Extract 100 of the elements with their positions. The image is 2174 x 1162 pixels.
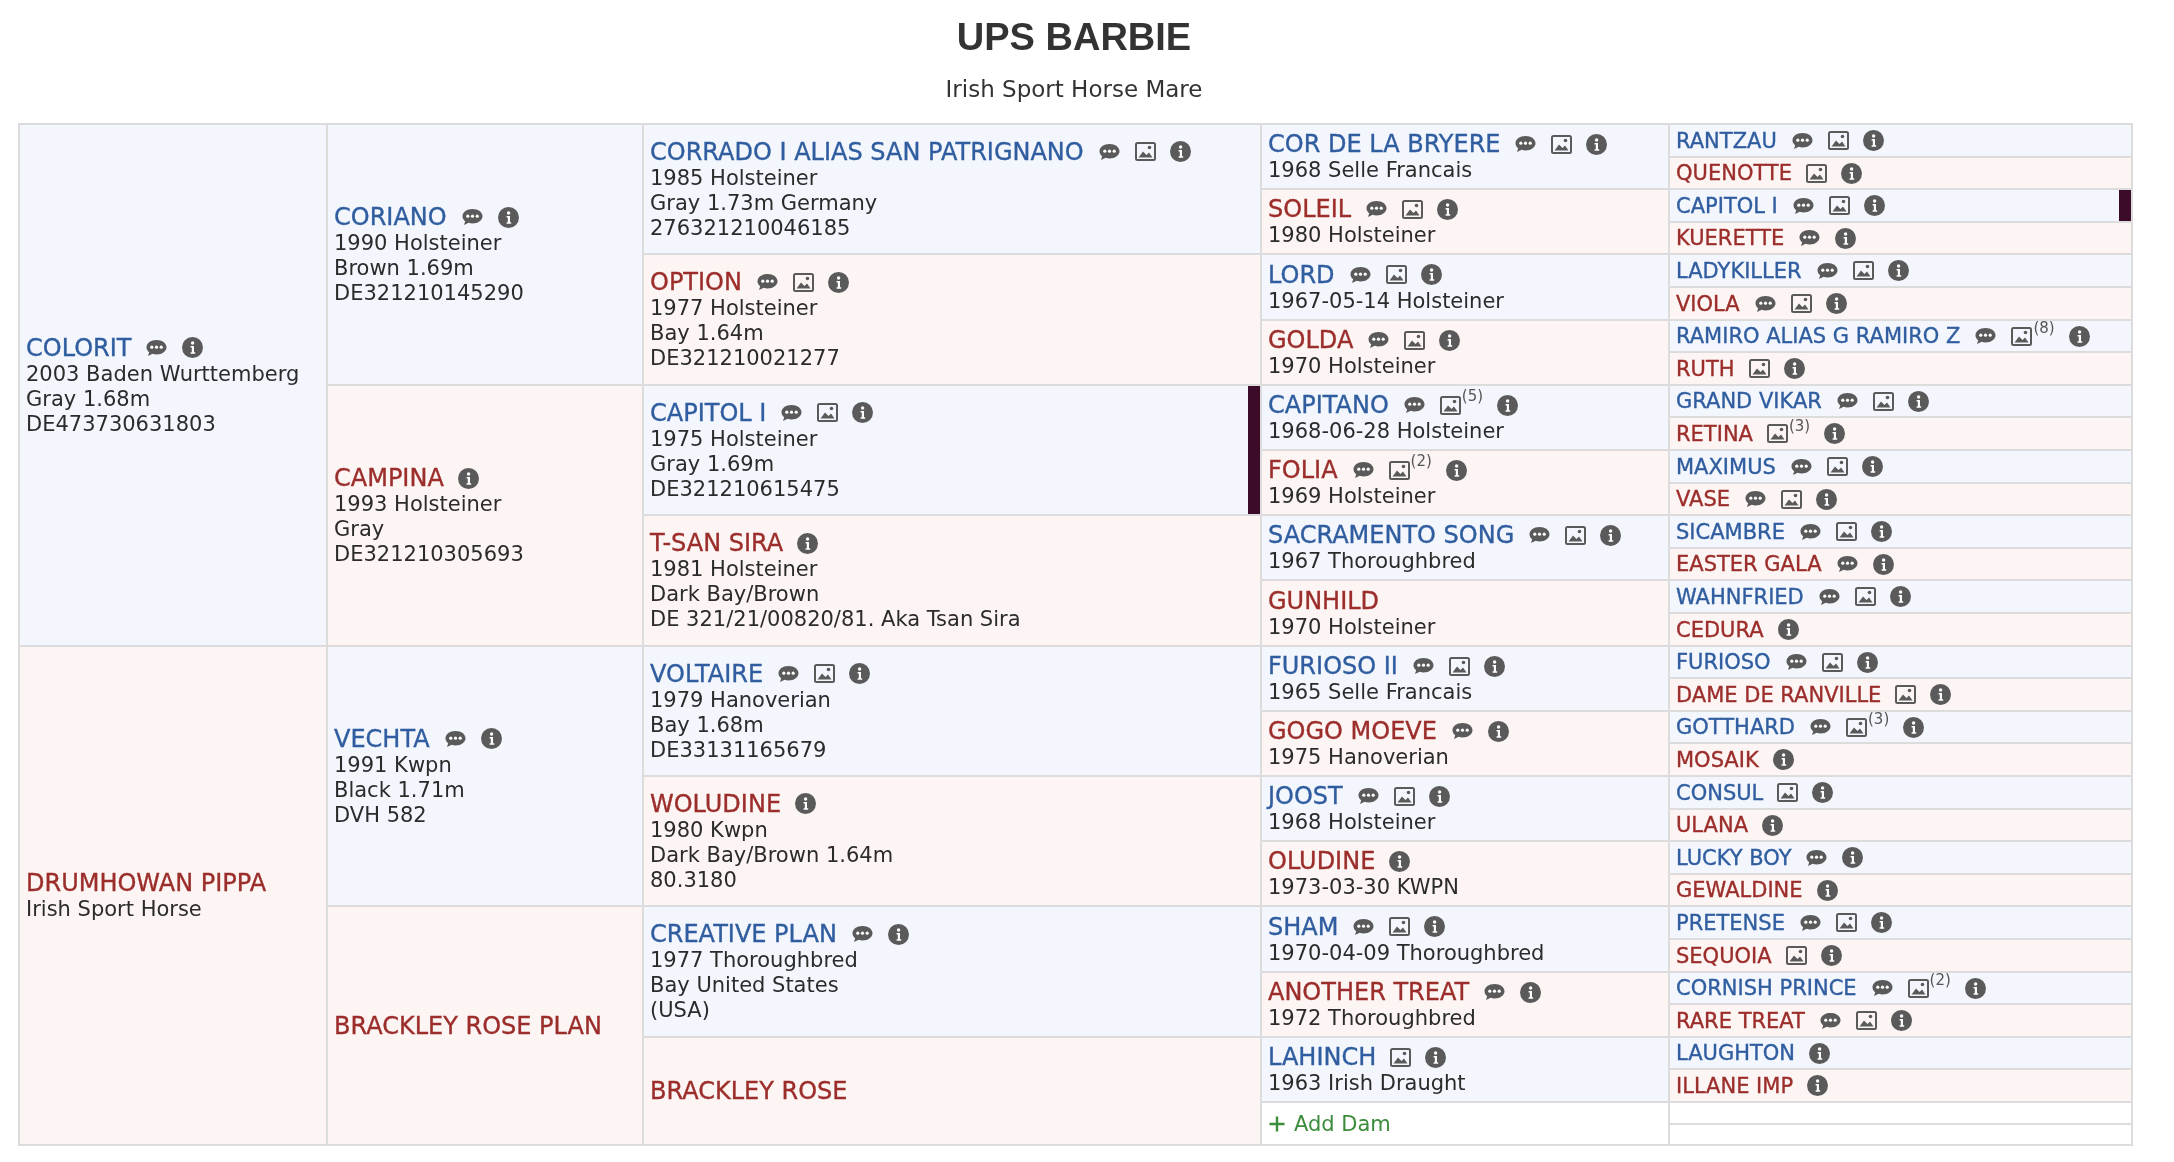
- horse-name: LAHINCH: [1268, 1043, 1377, 1071]
- horse-name: ANOTHER TREAT: [1268, 978, 1470, 1006]
- pedigree-cell: [1668, 514, 2133, 549]
- pedigree-cell: [1260, 188, 1670, 255]
- horse-details: 1990 Holsteiner: [334, 231, 502, 256]
- pedigree-cell: [1668, 1068, 2133, 1103]
- horse-name: GEWALDINE: [1676, 877, 1803, 903]
- horse-name: CREATIVE PLAN: [650, 920, 837, 948]
- horse-name: DRUMHOWAN PIPPA: [26, 869, 267, 897]
- pedigree-cell: [1668, 612, 2133, 647]
- pedigree-cell: [1668, 253, 2133, 288]
- pedigree-cell: [1668, 123, 2133, 158]
- horse-details: 1977 Thoroughbred: [650, 948, 858, 973]
- horse-details: DE473730631803: [26, 411, 216, 437]
- horse-name: COR DE LA BRYERE: [1268, 130, 1501, 158]
- pedigree-cell: [1668, 808, 2133, 842]
- pedigree-cell: [1260, 253, 1670, 321]
- horse-details: 1977 Holsteiner: [650, 296, 818, 321]
- pedigree-cell: [1668, 579, 2133, 614]
- horse-name: VASE: [1676, 486, 1730, 512]
- horse-name: RARE TREAT: [1676, 1007, 1805, 1034]
- horse-details: 1980 Holsteiner: [1268, 223, 1436, 248]
- horse-details: Dark Bay/Brown 1.64m: [650, 842, 894, 868]
- horse-name: CORNISH PRINCE: [1676, 975, 1857, 1001]
- horse-name: RANTZAU: [1676, 127, 1777, 154]
- horse-details: 1965 Selle Francais: [1268, 680, 1473, 705]
- horse-name: MOSAIK: [1676, 746, 1759, 773]
- horse-details: 1981 Holsteiner: [650, 557, 818, 582]
- horse-details: 1975 Holsteiner: [650, 426, 818, 452]
- horse-details: Brown 1.69m: [334, 256, 474, 281]
- horse-details: 1991 Kwpn: [334, 752, 452, 778]
- horse-name: GOTTHARD: [1676, 714, 1795, 740]
- pedigree-cell: [1260, 1036, 1670, 1103]
- pedigree-cell: [1260, 971, 1670, 1038]
- pedigree-cell: [1260, 840, 1670, 907]
- horse-details: 1968-06-28 Holsteiner: [1268, 419, 1504, 444]
- photo-count: (5): [1461, 389, 1484, 404]
- pedigree-cell: [1668, 221, 2133, 255]
- horse-details: 2003 Baden Wurttemberg: [26, 361, 300, 387]
- photo-count: (3): [1788, 418, 1811, 434]
- photo-count: (3): [1868, 712, 1890, 727]
- horse-details: 276321210046185: [650, 215, 851, 241]
- pedigree-cell: [1668, 188, 2133, 223]
- horse-details: Bay 1.68m: [650, 712, 764, 738]
- photo-count: (8): [2033, 321, 2055, 336]
- horse-name: VIOLA: [1676, 290, 1740, 317]
- horse-details: Bay United States: [650, 973, 839, 998]
- pedigree-cell: [326, 645, 644, 907]
- horse-details: 1970-04-09 Thoroughbred: [1268, 940, 1545, 966]
- horse-details: Gray 1.68m: [26, 386, 151, 412]
- pedigree-cell: [1260, 449, 1670, 516]
- horse-name: COLORIT: [26, 333, 132, 362]
- pedigree-cell: [1668, 710, 2133, 744]
- horse-name: RAMIRO ALIAS G RAMIRO Z: [1676, 323, 1961, 349]
- horse-name: T-SAN SIRA: [650, 529, 784, 557]
- horse-name: ILLANE IMP: [1676, 1072, 1794, 1099]
- pedigree-cell: [642, 1036, 1262, 1146]
- pedigree-cell: [1668, 775, 2133, 810]
- horse-name: VECHTA: [334, 724, 430, 753]
- horse-name: GOLDA: [1268, 326, 1354, 354]
- horse-name: GOGO MOEVE: [1268, 717, 1437, 745]
- pedigree-cell: [1668, 677, 2133, 712]
- horse-details: DE321210615475: [650, 476, 840, 502]
- pedigree-cell: [642, 775, 1262, 907]
- horse-name: VOLTAIRE: [650, 659, 764, 688]
- pedigree-cell: [1668, 156, 2133, 190]
- horse-name: CEDURA: [1676, 616, 1764, 643]
- horse-details: Gray 1.73m Germany: [650, 190, 878, 216]
- horse-name: ULANA: [1676, 812, 1748, 838]
- pedigree-cell: [1668, 873, 2133, 907]
- horse-name: CAPITOL I: [650, 398, 767, 427]
- horse-name: BRACKLEY ROSE: [650, 1077, 848, 1105]
- pedigree-cell: [642, 514, 1262, 647]
- horse-details: Gray 1.69m: [650, 451, 775, 477]
- pedigree-cell: [642, 384, 1262, 516]
- horse-details: Irish Sport Horse: [26, 897, 202, 922]
- pedigree-cell: [642, 253, 1262, 386]
- horse-details: 1968 Holsteiner: [1268, 810, 1436, 835]
- pedigree-cell: [326, 905, 644, 1146]
- horse-name: RETINA: [1676, 420, 1753, 447]
- horse-name: KUERETTE: [1676, 225, 1785, 251]
- horse-name: SHAM: [1268, 912, 1339, 941]
- pedigree-cell: [1668, 645, 2133, 679]
- pedigree-cell: [1260, 123, 1670, 190]
- horse-name: PRETENSE: [1676, 909, 1785, 936]
- horse-name: CAPITOL I: [1676, 192, 1778, 219]
- horse-name: LAUGHTON: [1676, 1040, 1796, 1066]
- horse-details: DE 321/21/00820/81. Aka Tsan Sira: [650, 607, 1021, 632]
- horse-name: CAPITANO: [1268, 391, 1389, 419]
- pedigree-cell: [1260, 710, 1670, 777]
- pedigree-cell: [1668, 384, 2133, 418]
- horse-name: CONSUL: [1676, 779, 1764, 806]
- horse-name: FOLIA: [1268, 456, 1338, 484]
- horse-details: 1980 Kwpn: [650, 817, 768, 843]
- horse-name: GUNHILD: [1268, 586, 1380, 615]
- horse-details: DVH 582: [334, 802, 427, 828]
- horse-name: CAMPINA: [334, 464, 444, 492]
- horse-name: SOLEIL: [1268, 195, 1352, 223]
- pedigree-cell: [1260, 319, 1670, 386]
- pedigree-cell: [642, 123, 1262, 255]
